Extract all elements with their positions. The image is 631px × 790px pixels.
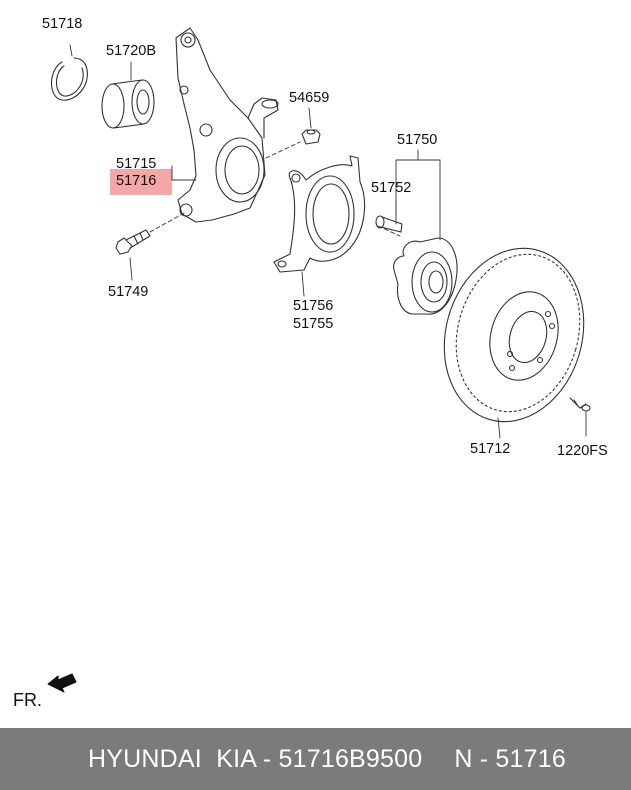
label-51749: 51749 <box>108 284 149 300</box>
label-1220fs: 1220FS <box>557 443 608 459</box>
label-51750: 51750 <box>397 132 438 148</box>
brake-disc-51712 <box>443 247 585 439</box>
wheel-hub-51750 <box>377 149 458 315</box>
parts-diagram: 51718 51720B 54659 51750 51715 51716 517… <box>13 16 608 710</box>
wheel-stud-51752 <box>375 199 403 233</box>
snap-ring-51718 <box>50 44 88 101</box>
footer-brand-text: HYUNDAI KIA - 51716B9500 <box>88 744 423 773</box>
label-51755: 51755 <box>293 316 334 332</box>
steering-knuckle-51716 <box>149 27 301 233</box>
part-highlight <box>110 169 172 195</box>
label-51712: 51712 <box>470 441 511 457</box>
label-51715: 51715 <box>116 156 157 172</box>
label-51752: 51752 <box>371 180 412 196</box>
label-51716: 51716 <box>116 173 157 189</box>
bolt-51749 <box>115 229 151 281</box>
label-54659: 54659 <box>289 90 330 106</box>
screw-1220fs <box>569 397 591 437</box>
front-arrow-icon <box>47 673 77 693</box>
dust-cover-51756 <box>273 155 366 297</box>
label-51720b: 51720B <box>106 43 156 59</box>
footer-part-text: N - 51716 <box>454 744 566 773</box>
footer-bar: HYUNDAI KIA - 51716B9500 N - 51716 <box>0 728 631 790</box>
nut-54659 <box>301 107 321 145</box>
label-51718: 51718 <box>42 16 83 32</box>
front-marker: FR. <box>13 690 42 710</box>
label-51756: 51756 <box>293 298 334 314</box>
wheel-bearing-51720b <box>101 61 155 129</box>
